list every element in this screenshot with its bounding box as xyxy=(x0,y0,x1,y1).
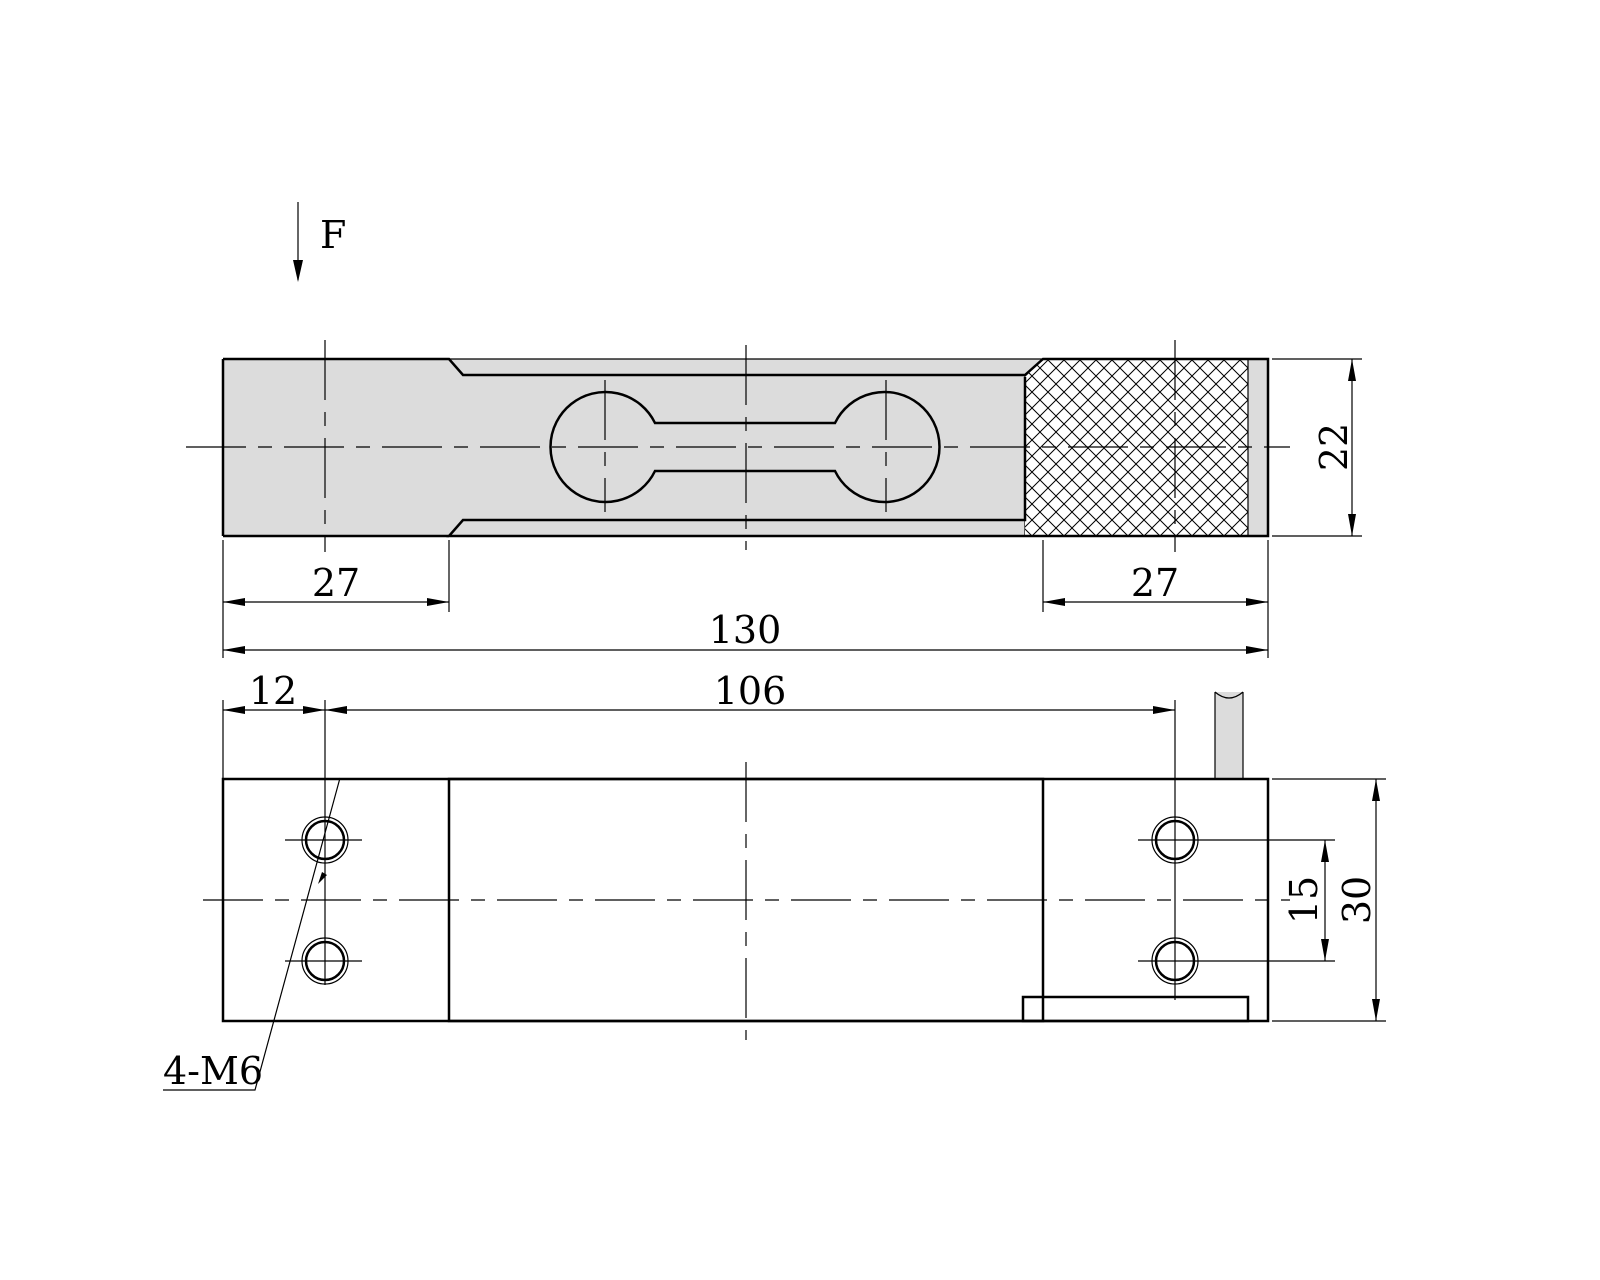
dim-hole-spacing: 106 xyxy=(714,669,787,713)
top-view xyxy=(186,340,1290,552)
dim-right-flange: 27 xyxy=(1131,561,1179,605)
dim-hole-vertical-spacing: 15 xyxy=(1282,876,1326,924)
dim-hole-offset: 12 xyxy=(249,669,297,713)
dumbbell-slot xyxy=(549,390,941,504)
bottom-view xyxy=(203,691,1290,1040)
dim-left-flange: 27 xyxy=(312,561,360,605)
mounting-holes xyxy=(285,700,1212,1000)
dimension-lines-top xyxy=(222,358,1362,658)
dim-width: 30 xyxy=(1335,876,1379,924)
force-arrow xyxy=(293,202,303,282)
thread-callout: 4-M6 xyxy=(163,1049,263,1093)
force-label: F xyxy=(320,213,346,257)
dimension-lines-bottom xyxy=(163,700,1386,1091)
dim-height: 22 xyxy=(1312,423,1356,471)
dim-total-length: 130 xyxy=(709,608,782,652)
cable xyxy=(1215,692,1243,779)
